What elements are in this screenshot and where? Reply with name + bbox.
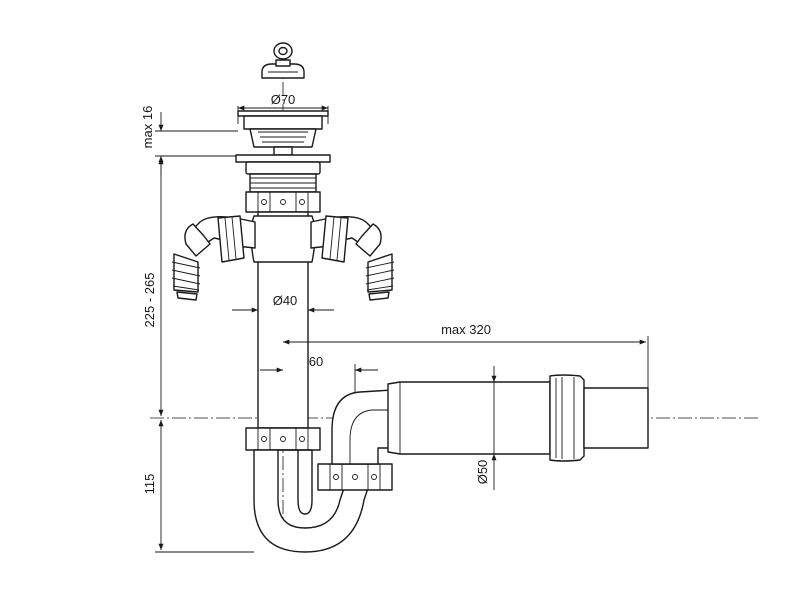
double-inlet-tee — [250, 215, 316, 263]
drain-flange — [235, 110, 331, 213]
drain-body — [249, 128, 317, 148]
label-offset-60: 60 — [309, 354, 323, 369]
label-max-16: max 16 — [140, 106, 155, 149]
right-hose-connector — [310, 215, 395, 301]
trap-hex-nut — [245, 427, 321, 451]
trap-riser — [331, 389, 393, 465]
label-range-height: 225 - 265 — [142, 273, 157, 328]
trap-bend — [253, 449, 369, 553]
outlet-tail — [583, 387, 649, 449]
left-union-nut — [217, 215, 245, 263]
flange-top-plate — [237, 110, 329, 117]
horizontal-outlet-pipe — [387, 374, 649, 462]
outlet-pipe-body — [387, 381, 551, 455]
right-union-nut — [321, 215, 349, 263]
sink-stopper — [261, 42, 305, 79]
label-diameter-outlet: Ø50 — [475, 460, 490, 485]
stopper-cap — [261, 63, 305, 79]
dimension-lines: Ø70 max 16 225 - 265 115 Ø40 max 320 60 … — [140, 92, 649, 553]
vertical-drain-pipe — [250, 211, 316, 429]
label-diameter-top: Ø70 — [271, 92, 296, 107]
label-diameter-pipe: Ø40 — [273, 293, 298, 308]
riser-hex-nut — [317, 463, 393, 491]
label-height-115: 115 — [142, 474, 157, 495]
u-trap — [245, 389, 393, 553]
outlet-collar — [549, 374, 585, 462]
sink-gasket — [235, 154, 331, 163]
top-hex-nut — [245, 191, 321, 213]
left-hose-connector — [171, 215, 256, 301]
label-max-320: max 320 — [441, 322, 491, 337]
